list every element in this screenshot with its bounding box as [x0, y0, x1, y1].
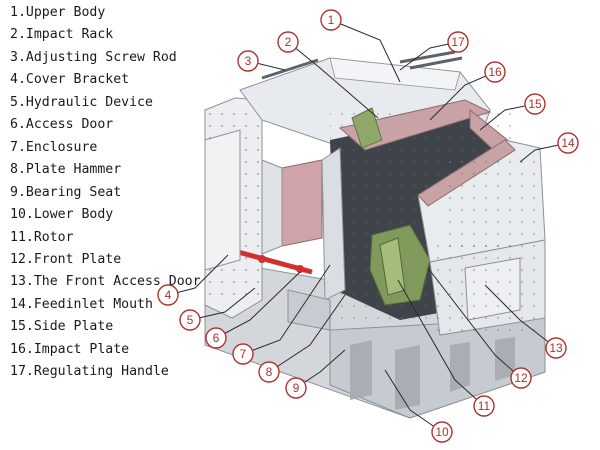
callout-6: 6 — [205, 327, 227, 349]
legend-item-1: 1.Upper Body — [10, 5, 106, 20]
bearing-seat — [287, 289, 331, 331]
access-door — [281, 159, 323, 247]
callout-13: 13 — [545, 337, 567, 359]
svg-text:1: 1 — [328, 13, 335, 27]
legend-item-8: 8.Plate Hammer — [10, 162, 122, 178]
callout-11: 11 — [473, 395, 495, 417]
legend-item-7: 7.Enclosure — [10, 139, 98, 155]
impact-rack — [351, 107, 383, 149]
enclosure — [321, 147, 346, 301]
svg-text:15: 15 — [528, 97, 542, 111]
svg-text:11: 11 — [478, 399, 491, 413]
callout-15: 15 — [524, 93, 546, 115]
legend-item-10: 10.Lower Body — [10, 207, 114, 223]
legend-item-16: 16.Impact Plate — [10, 341, 130, 357]
svg-text:9: 9 — [293, 381, 300, 395]
callout-4: 4 — [157, 284, 179, 306]
svg-text:12: 12 — [514, 371, 528, 385]
svg-text:7: 7 — [240, 347, 247, 361]
svg-text:4: 4 — [165, 288, 172, 302]
svg-text:6: 6 — [213, 331, 220, 345]
legend-item-4: 4.Cover Bracket — [10, 72, 130, 88]
svg-text:8: 8 — [266, 365, 273, 379]
legend-item-14: 14.Feedinlet Mouth — [10, 296, 153, 312]
callout-10: 10 — [431, 421, 453, 443]
crusher-machine — [204, 50, 546, 419]
legend-item-2: 2.Impact Rack — [10, 27, 114, 43]
svg-text:13: 13 — [549, 341, 563, 355]
legend-item-5: 5.Hydraulic Device — [10, 94, 153, 110]
parts-legend: 1.Upper Body 2.Impact Rack 3.Adjusting S… — [10, 2, 215, 384]
callout-9: 9 — [285, 377, 307, 399]
svg-text:16: 16 — [488, 65, 502, 79]
legend-item-11: 11.Rotor — [10, 229, 74, 245]
legend-item-12: 12.Front Plate — [10, 251, 122, 267]
legend-item-15: 15.Side Plate — [10, 319, 114, 335]
legend-item-6: 6.Access Door — [10, 117, 114, 133]
svg-text:3: 3 — [245, 54, 252, 68]
svg-text:17: 17 — [451, 35, 465, 49]
callout-1: 1 — [320, 9, 342, 31]
callout-5: 5 — [179, 309, 201, 331]
callout-8: 8 — [258, 361, 280, 383]
callout-12: 12 — [510, 367, 532, 389]
cover-bracket — [204, 129, 241, 271]
svg-text:2: 2 — [285, 35, 292, 49]
callout-14: 14 — [557, 132, 579, 154]
hydraulic-device — [237, 249, 313, 275]
legend-item-17: 17.Regulating Handle — [10, 364, 169, 380]
legend-item-13: 13.The Front Access Door — [10, 274, 201, 290]
svg-text:10: 10 — [435, 425, 449, 439]
callout-2: 2 — [277, 31, 299, 53]
callout-16: 16 — [484, 61, 506, 83]
callout-17: 17 — [447, 31, 469, 53]
svg-text:14: 14 — [561, 136, 575, 150]
callout-7: 7 — [232, 343, 254, 365]
adjusting-screw-rod — [261, 50, 463, 80]
legend-item-3: 3.Adjusting Screw Rod — [10, 49, 177, 65]
legend-item-9: 9.Bearing Seat — [10, 184, 122, 200]
callout-3: 3 — [237, 50, 259, 72]
svg-text:5: 5 — [187, 313, 194, 327]
